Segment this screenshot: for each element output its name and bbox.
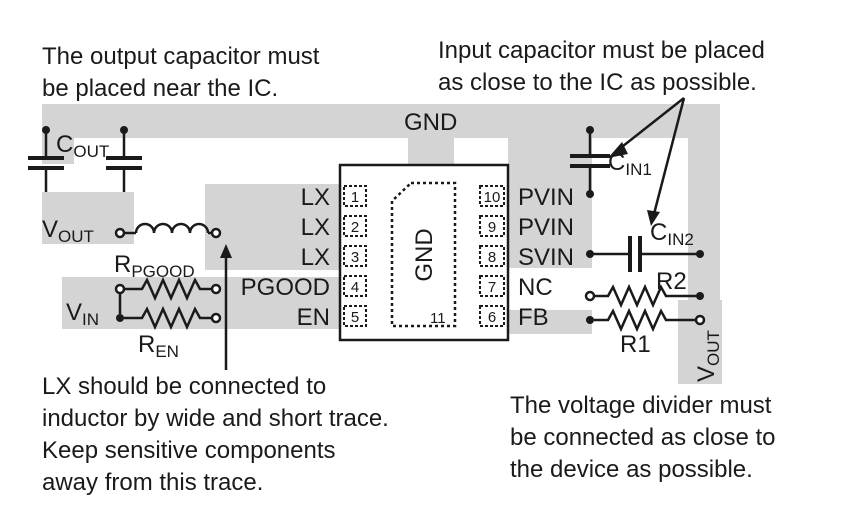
pin-number: 5 <box>351 309 359 326</box>
pin-number: 3 <box>351 249 359 266</box>
lx-arrow <box>220 244 232 370</box>
pin-left-2: 2 LX <box>301 214 367 241</box>
gnd-plane-left <box>42 104 74 164</box>
pgood-en-resistors: RPGOOD VIN REN <box>66 251 222 361</box>
pin-number: 2 <box>351 219 359 236</box>
cout-label: COUT <box>56 131 109 161</box>
cout-capacitors: COUT <box>28 126 142 192</box>
pin-number: 1 <box>351 189 359 206</box>
pin-number: 4 <box>351 279 359 296</box>
note-lx: LX should be connected to inductor by wi… <box>42 373 396 496</box>
pin-name: LX <box>301 244 330 271</box>
cin2-label: CIN2 <box>650 219 694 249</box>
pin-left-1: 1 LX <box>301 184 367 211</box>
r2-label: R2 <box>656 268 687 295</box>
pin-name: EN <box>297 304 330 331</box>
pvin-trace <box>508 138 592 268</box>
pin-name: PGOOD <box>241 274 330 301</box>
ren-label: REN <box>138 331 179 361</box>
vout-right-label: VOUT <box>693 330 723 382</box>
input-cap-arrows <box>608 97 686 226</box>
input-capacitors: CIN1 CIN2 <box>570 126 704 272</box>
exposed-pad <box>390 181 457 328</box>
pin-name: FB <box>518 304 549 331</box>
pin-number: 8 <box>488 249 496 266</box>
pin-right-8: 8 SVIN <box>479 244 574 271</box>
inductor-coil <box>134 222 210 234</box>
inductor-branch: VOUT <box>42 216 222 246</box>
pin-left-5: 5 EN <box>297 304 367 331</box>
exposed-pad-number: 11 <box>430 310 446 327</box>
pin-number: 10 <box>484 189 501 206</box>
pin-number: 9 <box>488 219 496 236</box>
pin-right-10: 10 PVIN <box>479 184 574 211</box>
pin-number: 7 <box>488 279 496 296</box>
pin-left-3: 3 LX <box>301 244 367 271</box>
vout-trace-right <box>678 300 722 384</box>
ic-gnd-label: GND <box>411 228 438 281</box>
vin-label: VIN <box>66 299 99 329</box>
pin-right-6: 6 FB <box>479 304 549 331</box>
pin-name: SVIN <box>518 244 574 271</box>
pin-name: PVIN <box>518 184 574 211</box>
gnd-plane-right <box>688 104 720 306</box>
copper-traces <box>42 104 722 384</box>
pin-name: NC <box>518 274 553 301</box>
pin-left-4: 4 PGOOD <box>241 274 367 301</box>
fb-trace <box>508 310 592 334</box>
pin-name: LX <box>301 184 330 211</box>
r1-label: R1 <box>620 331 651 358</box>
note-input-cap: Input capacitor must be placed as close … <box>438 37 772 96</box>
pin-right-7: 7 NC <box>479 274 553 301</box>
note-output-cap: The output capacitor must be placed near… <box>42 43 326 102</box>
gnd-label: GND <box>404 109 457 136</box>
gnd-plane-top <box>42 104 720 138</box>
pin-name: PVIN <box>518 214 574 241</box>
voltage-divider: R2 R1 VOUT <box>584 268 723 382</box>
vout-left-label: VOUT <box>42 216 94 246</box>
rpgood-label: RPGOOD <box>114 251 195 281</box>
pin-number: 6 <box>488 309 496 326</box>
pin-right-9: 9 PVIN <box>479 214 574 241</box>
pin-name: LX <box>301 214 330 241</box>
note-divider: The voltage divider must be connected as… <box>510 392 782 483</box>
vin-trace <box>62 277 340 329</box>
